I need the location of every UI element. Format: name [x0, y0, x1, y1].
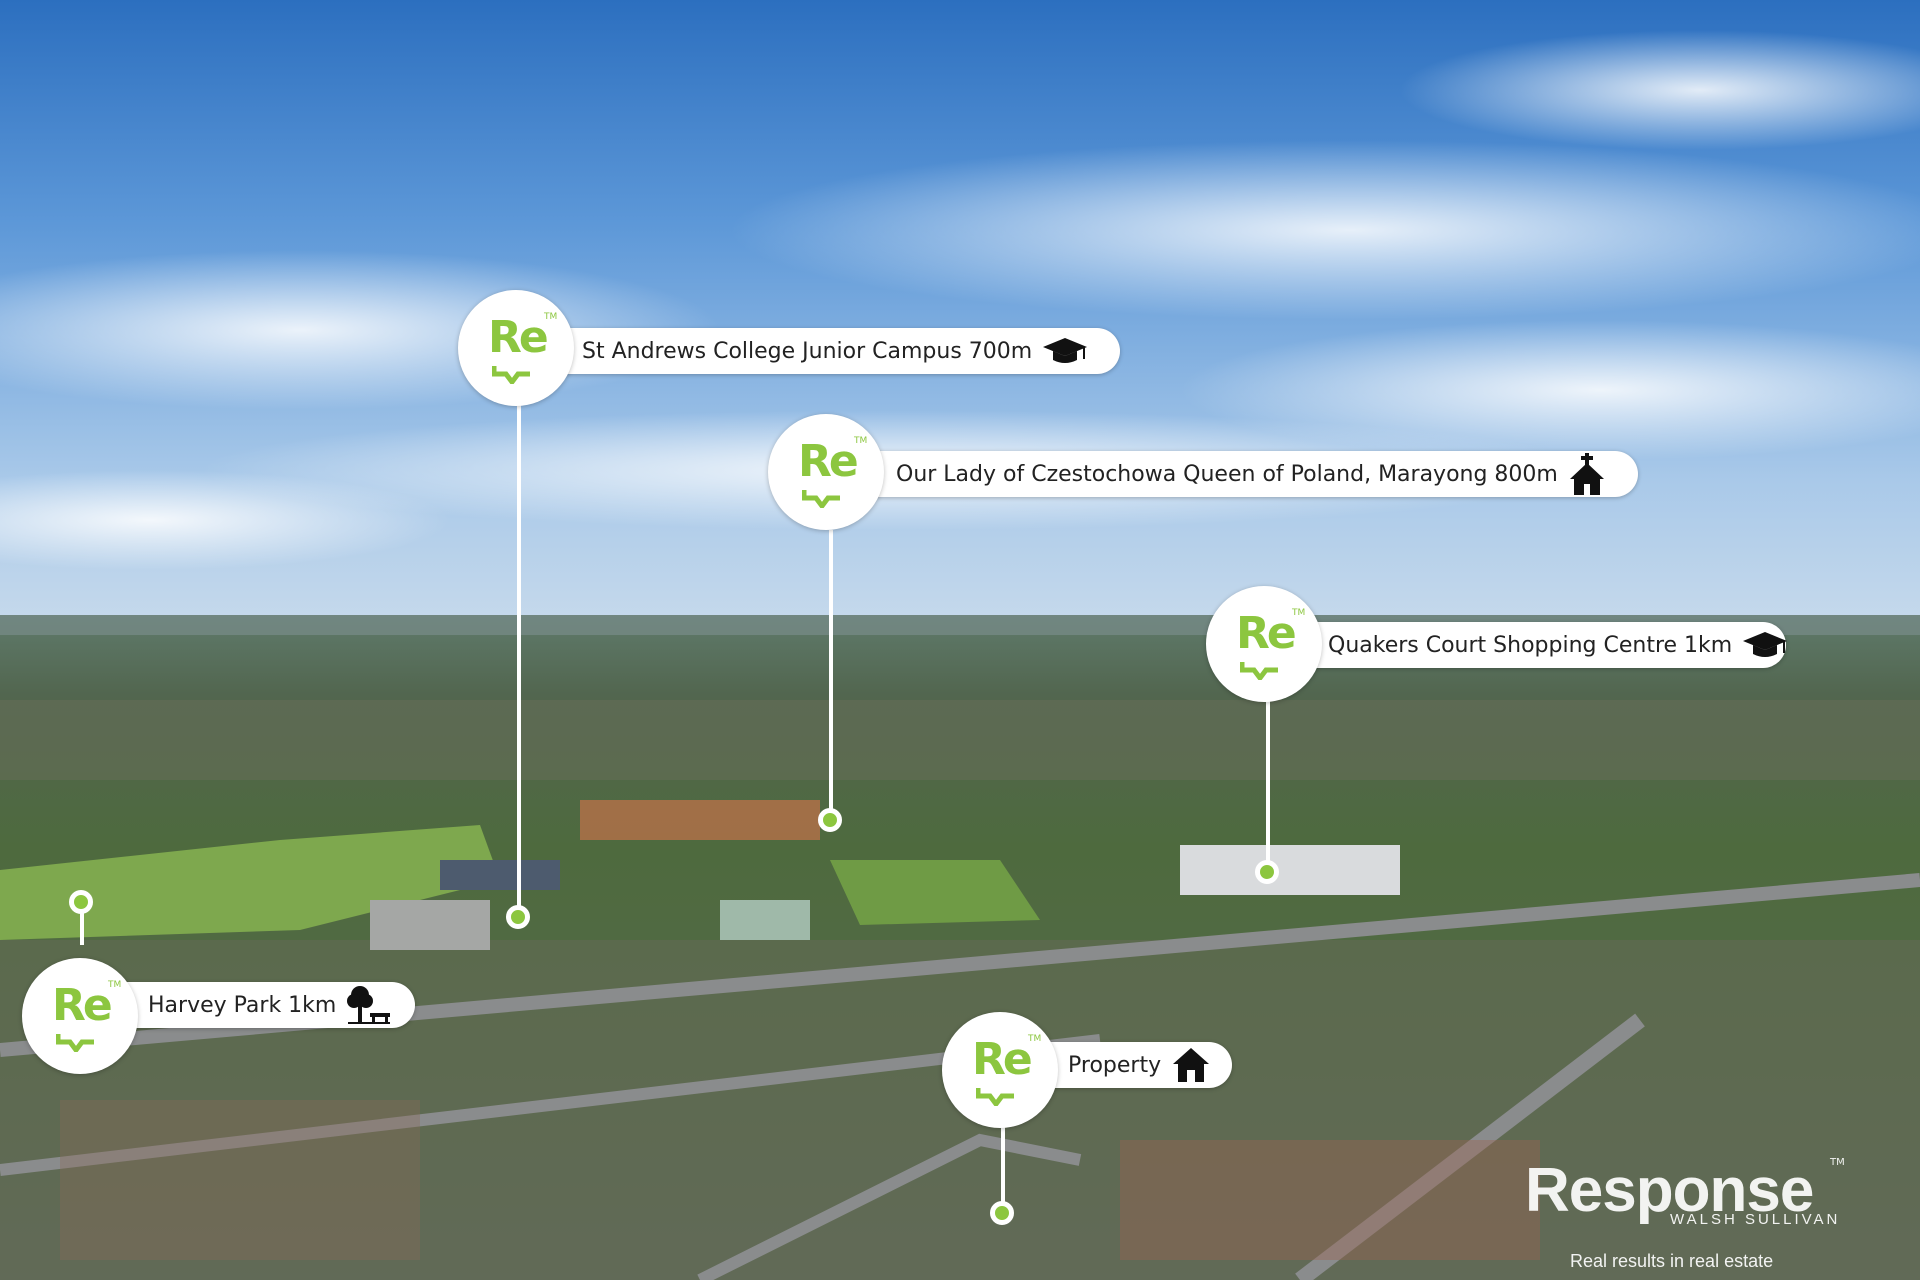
graduation-cap-icon: [1042, 336, 1088, 366]
marker-label: Our Lady of Czestochowa Queen of Poland,…: [896, 461, 1558, 487]
marker-label: Harvey Park 1km: [148, 992, 337, 1018]
house-icon: [1171, 1046, 1211, 1084]
park-tree-bench-icon: [346, 985, 392, 1025]
brand-sub: WALSH SULLIVAN: [1670, 1211, 1841, 1228]
brand-tm: TM: [1830, 1157, 1845, 1168]
brand-tagline: Real results in real estate: [1570, 1251, 1774, 1271]
marker-label: St Andrews College Junior Campus 700m: [582, 338, 1033, 364]
marker-label: Quakers Court Shopping Centre 1km: [1328, 632, 1733, 658]
church-icon: [1568, 453, 1606, 495]
graduation-cap-icon: [1742, 630, 1788, 660]
brand-name: Response: [1525, 1156, 1814, 1225]
marker-label: Property: [1068, 1052, 1162, 1078]
